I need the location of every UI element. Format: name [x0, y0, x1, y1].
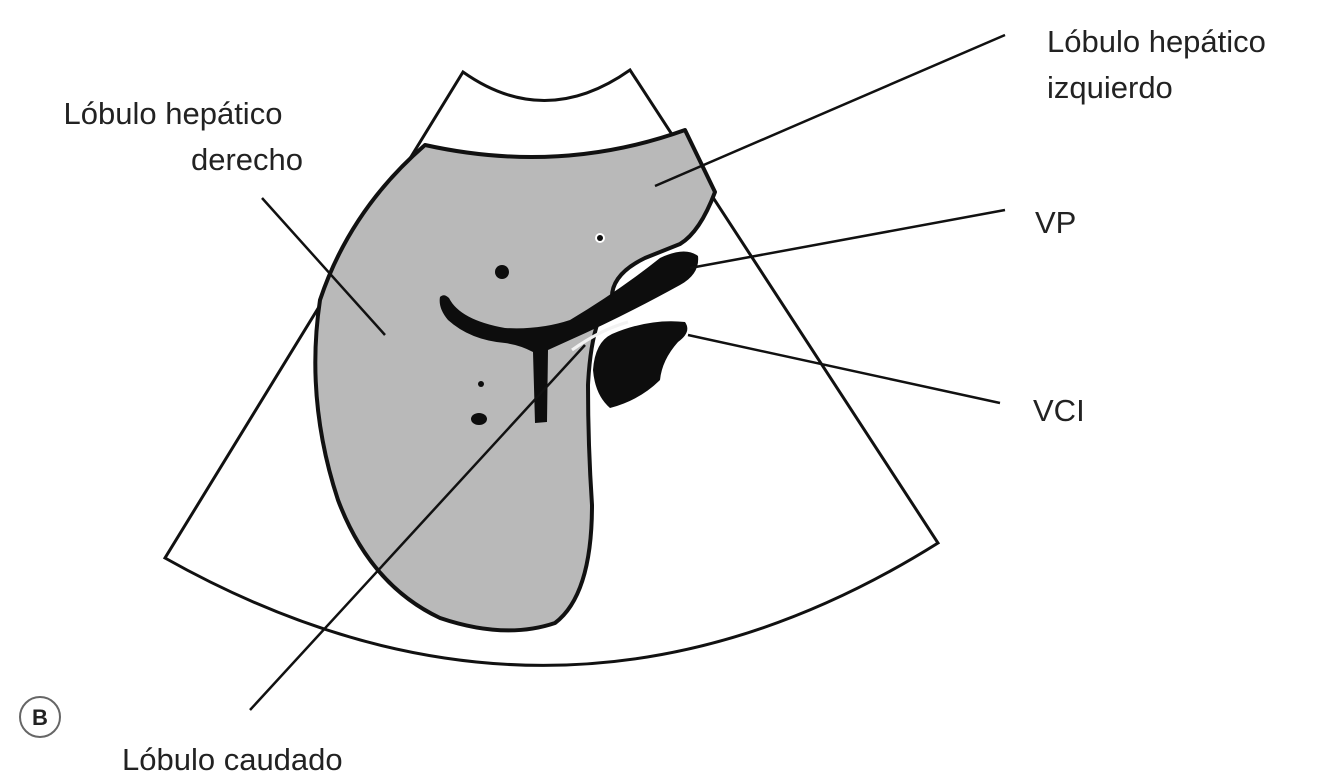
- label-portal-vein: VP: [1035, 205, 1076, 240]
- vessel-dot-1: [495, 265, 509, 279]
- label-caudate-lobe: Lóbulo caudado: [122, 742, 343, 777]
- label-ivc: VCI: [1033, 393, 1085, 428]
- label-left-lobe-line1: Lóbulo hepático: [1047, 24, 1266, 59]
- label-right-lobe-line1: Lóbulo hepático: [64, 96, 283, 131]
- label-right-lobe-line2: derecho: [191, 142, 303, 177]
- vessel-dot-2-core: [597, 235, 603, 241]
- vessel-dot-3: [478, 381, 484, 387]
- panel-marker-letter: B: [32, 705, 48, 730]
- leader-line-left-lobe: [655, 35, 1005, 186]
- vessel-dot-4: [471, 413, 487, 425]
- label-left-lobe-line2: izquierdo: [1047, 70, 1173, 105]
